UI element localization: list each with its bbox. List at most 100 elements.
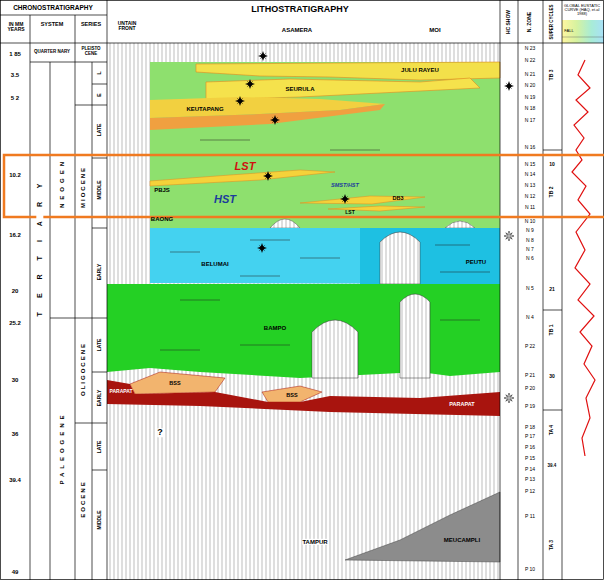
period-label: PALEOGENE [59,411,65,488]
zone-label: N 15 [525,162,536,167]
zone-label: N 12 [525,194,536,199]
column-header: SERIES [81,22,101,28]
highlight-box [4,155,604,217]
cycle-label: TB 3 [549,70,554,81]
column-header: QUARTER NARY [32,50,72,55]
formation-name: HST [214,194,236,206]
cycle-label: TA 3 [549,540,554,550]
oil-show-symbols [235,51,514,253]
age-value: 1 85 [9,51,21,57]
period-label: EOCENE [80,480,86,519]
zone-label: P 15 [525,456,535,461]
zone-label: N 5 [526,286,534,291]
formation-name: MEUCAMPLI [444,537,480,543]
formation-name: BAONG [151,216,173,222]
period-label: E [97,93,102,96]
age-value: 5 2 [11,95,19,101]
cycle-label: TA 4 [549,425,554,435]
age-value: 10.2 [9,172,21,178]
column-header: HC SHOW [506,10,511,34]
formation-name: PARAPAT [109,389,132,394]
age-value: 25.2 [9,320,21,326]
hatch-ground [107,43,500,580]
zone-label: N 9 [526,228,534,233]
cycle-label: TB 2 [549,187,554,198]
formation-name: PEUTU [466,259,486,265]
cycle-label: 10 [549,162,555,167]
column-header: PLEISTO CENE [76,47,106,56]
zone-label: N 16 [525,145,536,150]
period-label: TERTIARY [36,170,43,331]
eustatic-scale [562,20,604,43]
formation-name: JULU RAYEU [401,67,439,73]
zone-label: N 4 [526,315,534,320]
column-header: N. ZONE [527,12,532,32]
formation-name: PBJS [154,187,170,193]
age-value: 36 [12,431,19,437]
zone-label: N 21 [525,72,536,77]
formation-name: DB3 [392,196,403,202]
formation-bodies [107,62,500,562]
column-header: LITHOSTRATIGRAPHY [251,5,348,14]
column-header: SUPER CYCLES [550,4,555,39]
zone-label: P 10 [525,567,535,572]
formation-name: ? [157,428,163,437]
column-header: ASAMERA [282,27,312,33]
zone-label: P 16 [525,445,535,450]
zone-label: N 20 [525,83,536,88]
zone-label: N 19 [525,95,536,100]
cycle-label: 39.4 [548,464,557,469]
formation-name: BSS [169,381,180,387]
zone-label: N 17 [525,118,536,123]
formation-name: BELUMAI [201,261,228,267]
age-value: 20 [12,288,19,294]
period-label: MIDDLE [97,510,102,529]
bedding-lines [160,140,490,350]
column-header: IN MM YEARS [2,22,30,33]
period-label: LATE [97,339,102,352]
age-value: 49 [12,569,19,575]
zone-label: P 11 [525,514,535,519]
zone-label: N 10 [525,219,536,224]
period-label: LATE [97,441,102,454]
zone-label: P 18 [525,425,535,430]
zone-label: N 23 [525,46,536,51]
cycle-label: 30 [549,374,555,379]
period-label: L [97,71,102,74]
zone-label: N 11 [525,205,535,210]
column-header: UNTAIN FRONT [109,21,145,32]
formation-name: LST [235,161,256,173]
period-label: MIOCENE [80,166,86,210]
cycle-label: TB 1 [549,325,554,336]
cycle-label: 21 [549,287,555,292]
column-header: GLOBAL EUSTATIC CURVE (HAQ, et.al 1988) [562,4,602,17]
column-header: MOI [429,27,440,33]
period-label: EARLY [97,264,102,281]
zone-label: N 18 [525,106,536,111]
period-label: EARLY [97,390,102,407]
zone-label: N 13 [525,183,536,188]
zone-label: P 19 [525,404,535,409]
zone-label: P 17 [525,434,535,439]
age-value: 16.2 [9,232,21,238]
zone-label: N 14 [525,172,536,177]
zone-label: P 12 [525,489,535,494]
zone-label: P 13 [525,477,535,482]
age-value: 30 [12,377,19,383]
zone-label: P 14 [525,467,535,472]
formation-name: SEURULA [285,86,314,92]
age-value: 39.4 [9,477,21,483]
column-header: CHRONOSTRATIGRAPHY [13,5,93,12]
period-label: MIDDLE [97,180,102,199]
formation-name: PARAPAT [449,402,474,408]
period-label: OLIGOCENE [80,342,86,398]
age-value: 3.5 [11,72,19,78]
formation-name: BSS [286,393,297,399]
period-label: LATE [97,124,102,137]
formation-name: TAMPUR [302,539,327,545]
eustatic-curve [572,60,595,456]
zone-label: N 7 [526,247,534,252]
period-label: NEOGEN [59,158,65,212]
formation-name: SMST/HST [331,183,359,189]
